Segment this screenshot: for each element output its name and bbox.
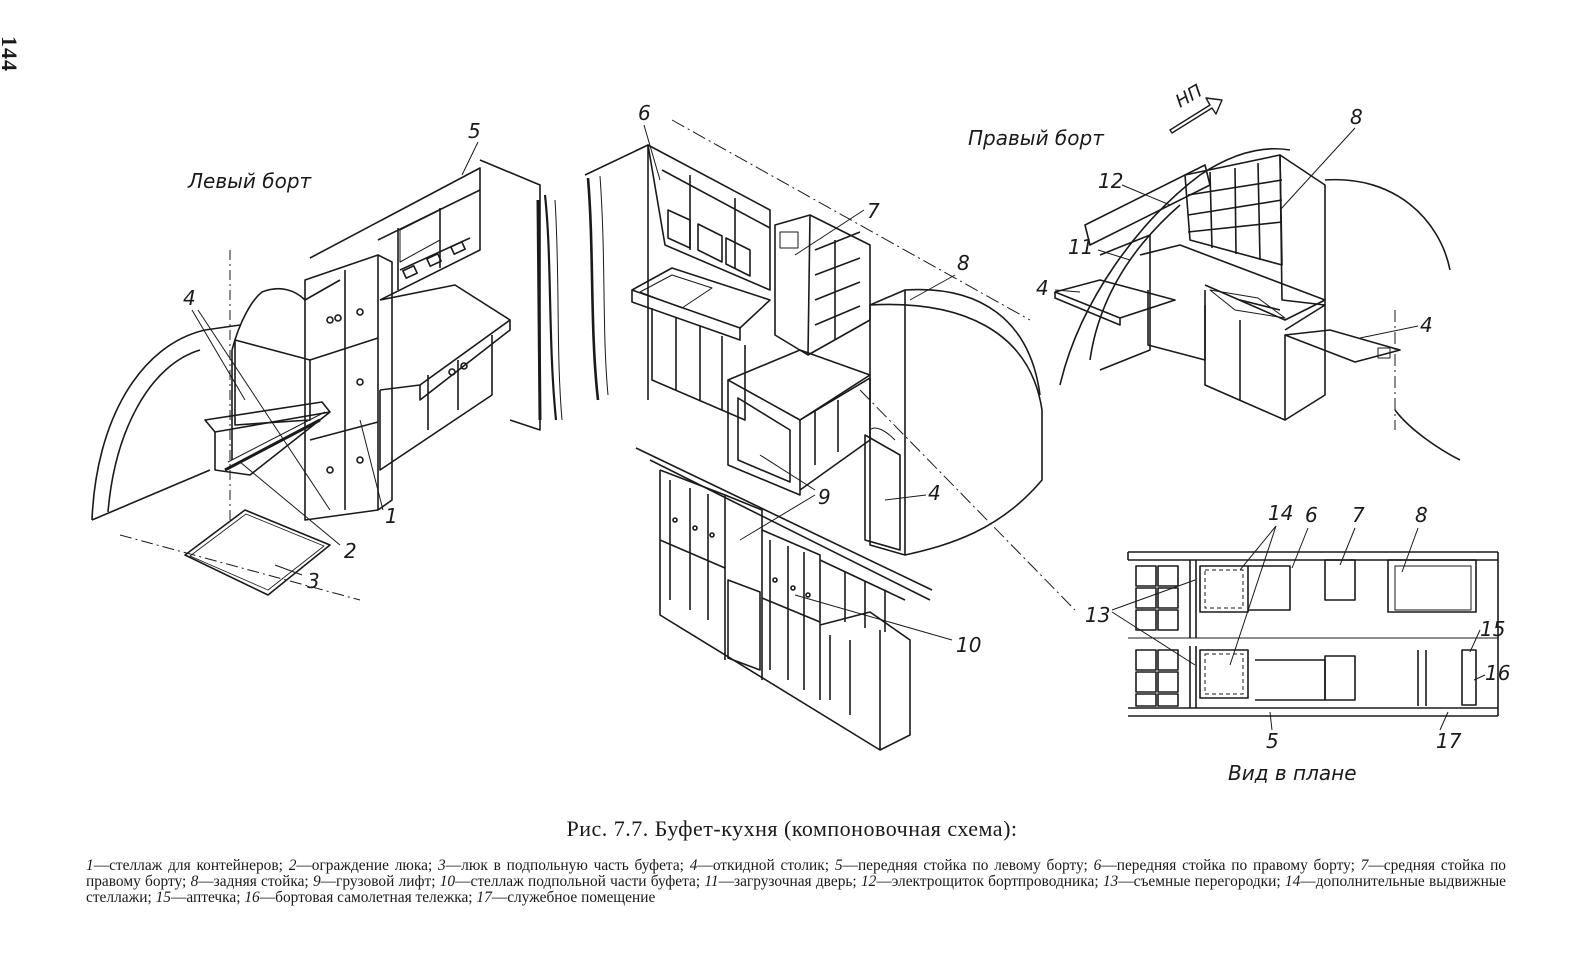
legend-item: 16—бортовая самолетная тележка; — [244, 889, 476, 906]
legend-text: —грузовой лифт; — [320, 873, 440, 890]
middle-galley-drawing — [584, 119, 1076, 751]
legend-item: 12—электрощиток бортпроводника; — [861, 873, 1103, 890]
legend-number: 8 — [190, 873, 199, 890]
legend-text: —электрощиток бортпроводника; — [876, 873, 1103, 890]
callout-15: 15 — [1480, 617, 1505, 641]
legend-number: 4 — [689, 857, 698, 874]
right-board-label: Правый борт — [968, 126, 1105, 150]
legend-number: 13 — [1102, 873, 1119, 890]
plan-view-drawing — [1127, 551, 1499, 717]
callout-6: 6 — [638, 101, 651, 125]
callout-5: 5 — [468, 119, 481, 143]
callout-3: 3 — [307, 569, 320, 593]
callout-1: 1 — [385, 504, 398, 528]
legend-item: 6—передняя стойка по правому борту; — [1094, 857, 1361, 874]
legend-text: —бортовая самолетная тележка; — [259, 889, 477, 906]
legend-number: 1 — [86, 857, 94, 874]
legend-item: 1—стеллаж для контейнеров; — [86, 857, 289, 874]
callout-10: 10 — [956, 633, 981, 657]
legend-number: 12 — [860, 873, 877, 890]
legend-item: 9—грузовой лифт; — [313, 873, 440, 890]
callout-4-right-left: 4 — [1036, 276, 1049, 300]
legend-text: —загрузочная дверь; — [718, 873, 861, 890]
callout-11: 11 — [1068, 235, 1093, 259]
callout-14: 14 — [1268, 501, 1293, 525]
legend-number: 17 — [476, 889, 492, 906]
legend-text: —съемные перегородки; — [1118, 873, 1285, 890]
legend-number: 2 — [288, 857, 297, 874]
legend-number: 7 — [1360, 857, 1369, 874]
callout-5-plan: 5 — [1266, 729, 1279, 753]
legend-text: —передняя стойка по левому борту; — [842, 857, 1094, 874]
legend-number: 5 — [834, 857, 843, 874]
callout-9: 9 — [818, 485, 831, 509]
legend-text: —аптечка; — [170, 889, 245, 906]
callout-8-right: 8 — [1350, 105, 1363, 129]
forward-direction-label: НП — [1172, 80, 1206, 112]
legend-text: —люк в подпольную часть буфета; — [445, 857, 690, 874]
legend-text: —стеллаж для контейнеров; — [93, 857, 289, 874]
legend-number: 6 — [1093, 857, 1102, 874]
legend-item: 7—средняя стойка по правому борту; — [86, 857, 1506, 890]
callout-17: 17 — [1436, 729, 1462, 753]
callout-4: 4 — [183, 286, 196, 310]
callout-12: 12 — [1098, 169, 1123, 193]
legend-text: —откидной столик; — [697, 857, 835, 874]
legend-number: 10 — [439, 873, 456, 890]
plan-view-label: Вид в плане — [1228, 761, 1357, 785]
legend-text: —служебное помещение — [491, 889, 656, 906]
legend-number: 14 — [1284, 873, 1301, 890]
legend-item: 2—ограждение люка; — [289, 857, 438, 874]
legend-number: 16 — [244, 889, 260, 906]
callout-8-plan: 8 — [1415, 503, 1428, 527]
legend-item: 10—стеллаж подпольной части буфета; — [440, 873, 705, 890]
callout-4-middle: 4 — [928, 481, 941, 505]
legend-item: 11—загрузочная дверь; — [704, 873, 861, 890]
callout-4-right: 4 — [1420, 313, 1433, 337]
callout-16: 16 — [1485, 661, 1510, 685]
legend-item: 17—служебное помещение — [476, 889, 655, 906]
callout-7-plan: 7 — [1352, 503, 1365, 527]
legend-text: —ограждение люка; — [296, 857, 439, 874]
legend-item: 4—откидной столик; — [690, 857, 835, 874]
legend-text: —средняя стойка по правому борту; — [86, 857, 1507, 890]
callout-7: 7 — [867, 199, 880, 223]
callout-2: 2 — [344, 539, 357, 563]
left-board-label: Левый борт — [187, 169, 313, 193]
legend-item: 3—люк в подпольную часть буфета; — [438, 857, 690, 874]
callout-13: 13 — [1085, 603, 1110, 627]
left-galley-drawing — [91, 159, 563, 601]
legend-item: 13—съемные перегородки; — [1103, 873, 1285, 890]
legend-item: 15—аптечка; — [156, 889, 245, 906]
callout-8-middle: 8 — [957, 251, 970, 275]
legend-number: 9 — [312, 873, 321, 890]
figure-caption-legend: 1—стеллаж для контейнеров; 2—ограждение … — [86, 858, 1506, 906]
right-galley-drawing — [1054, 97, 1461, 461]
galley-figure: Левый борт Правый борт НП Вид в плане 5 … — [91, 80, 1510, 785]
legend-item: 5—передняя стойка по левому борту; — [835, 857, 1094, 874]
legend-item: 8—задняя стойка; — [191, 873, 313, 890]
legend-text: —дополнительные выдвижные стеллажи; — [86, 873, 1506, 906]
callout-6-plan: 6 — [1305, 503, 1318, 527]
legend-item: 14—дополнительные выдвижные стеллажи; — [86, 873, 1506, 906]
legend-text: —задняя стойка; — [198, 873, 313, 890]
legend-number: 3 — [438, 857, 446, 874]
figure-caption-title: Рис. 7.7. Буфет-кухня (компоновочная схе… — [566, 816, 1018, 841]
legend-text: —стеллаж подпольной части буфета; — [455, 873, 705, 890]
legend-number: 15 — [155, 889, 171, 906]
legend-number: 11 — [704, 873, 719, 890]
legend-text: —передняя стойка по правому борту; — [1101, 857, 1361, 874]
